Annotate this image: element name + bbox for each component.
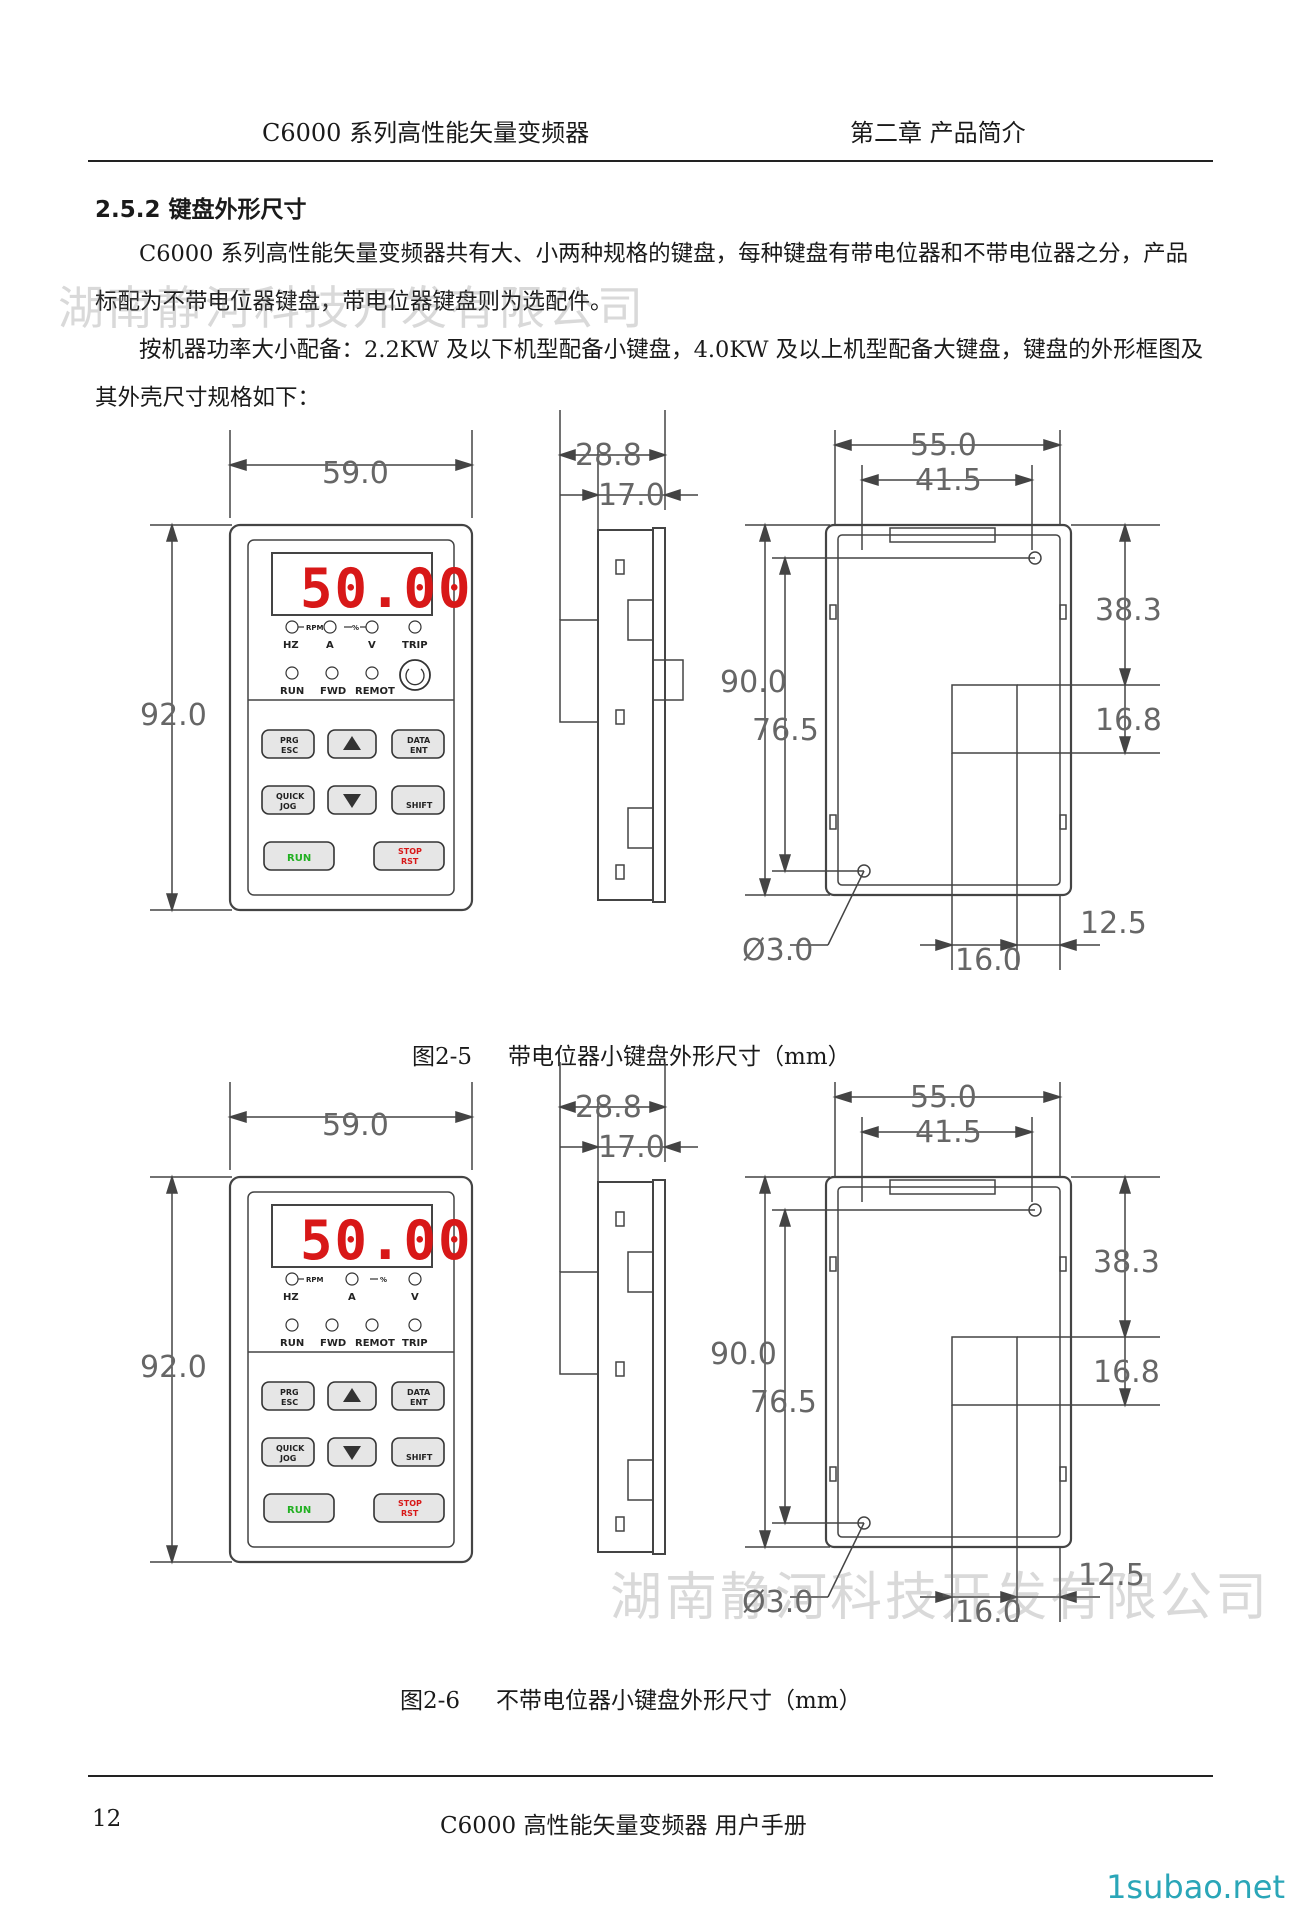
status-run-2: RUN xyxy=(280,1338,304,1349)
dim-back-edge: 12.5 xyxy=(1080,906,1147,941)
dim-back-window-2: 16.8 xyxy=(1093,1355,1160,1390)
header-rule xyxy=(88,160,1213,162)
caption-2-6-text: 不带电位器小键盘外形尺寸（mm） xyxy=(496,1688,862,1714)
ind-v: V xyxy=(368,640,376,651)
key-jog-2: JOG xyxy=(279,1454,296,1463)
key-jog: JOG xyxy=(279,802,296,811)
header-title: C6000 系列高性能矢量变频器 xyxy=(262,119,590,147)
footer-rule xyxy=(88,1775,1213,1777)
dim-side-inner: 17.0 xyxy=(598,478,665,513)
dim-back-height: 90.0 xyxy=(720,665,787,700)
key-run: RUN xyxy=(287,853,311,864)
ind-a: A xyxy=(326,640,334,651)
dim-side-total: 28.8 xyxy=(575,438,642,473)
dim-front-height-2: 92.0 xyxy=(140,1350,207,1385)
dim-back-hole-2: Ø3.0 xyxy=(742,1585,813,1620)
status-remot-2: REMOT xyxy=(355,1338,395,1349)
key-quick-2: QUICK xyxy=(276,1444,305,1453)
key-quick: QUICK xyxy=(276,792,305,801)
dim-side-total-2: 28.8 xyxy=(575,1090,642,1125)
key-shift: SHIFT xyxy=(406,801,433,810)
brand-watermark: 1subao.net xyxy=(1106,1868,1285,1906)
ind-a-2: A xyxy=(348,1292,356,1303)
link-percent-2: % xyxy=(380,1276,387,1284)
ind-v-2: V xyxy=(411,1292,419,1303)
key-data-2: DATA xyxy=(407,1388,431,1397)
dim-front-width-2: 59.0 xyxy=(322,1108,389,1143)
paragraph-2: 按机器功率大小配备：2.2KW 及以下机型配备小键盘，4.0KW 及以上机型配备… xyxy=(95,337,1204,411)
ind-hz: HZ xyxy=(283,640,299,651)
ind-trip: TRIP xyxy=(402,640,428,651)
key-shift-2: SHIFT xyxy=(406,1453,433,1462)
key-esc-2: ESC xyxy=(281,1398,298,1407)
display-value: 50.00 xyxy=(300,557,473,620)
status-fwd-2: FWD xyxy=(320,1338,346,1349)
ind-hz-2: HZ xyxy=(283,1292,299,1303)
front-view xyxy=(150,430,475,913)
paragraph-1: C6000 系列高性能矢量变频器共有大、小两种规格的键盘，每种键盘有带电位器和不… xyxy=(95,241,1189,315)
dim-back-top: 38.3 xyxy=(1095,593,1162,628)
watermark-top: 湖南静河科技开发有限公司 xyxy=(58,281,646,335)
dim-back-top-2: 38.3 xyxy=(1093,1245,1160,1280)
dim-back-window-w: 16.0 xyxy=(955,943,1022,970)
caption-2-6-num: 图2-6 xyxy=(400,1688,461,1714)
key-rst: RST xyxy=(401,857,419,866)
key-data: DATA xyxy=(407,736,431,745)
dim-back-window-w-2: 16.0 xyxy=(955,1595,1022,1622)
status-trip-2: TRIP xyxy=(402,1338,428,1349)
dim-back-width-2: 55.0 xyxy=(910,1080,977,1115)
key-stop: STOP xyxy=(398,847,422,856)
status-run: RUN xyxy=(280,686,304,697)
link-rpm: RPM xyxy=(306,624,324,632)
key-stop-2: STOP xyxy=(398,1499,422,1508)
dim-back-width: 55.0 xyxy=(910,428,977,463)
key-run-2: RUN xyxy=(287,1505,311,1516)
back-view xyxy=(745,430,1160,970)
status-remot: REMOT xyxy=(355,686,395,697)
key-rst-2: RST xyxy=(401,1509,419,1518)
link-percent: % xyxy=(352,624,359,632)
footer-title: C6000 高性能矢量变频器 用户手册 xyxy=(440,1813,807,1839)
watermark-bottom: 湖南静河科技开发有限公司 xyxy=(610,1568,1271,1628)
key-ent: ENT xyxy=(410,746,428,755)
dim-back-window: 16.8 xyxy=(1095,703,1162,738)
dim-back-height-2: 90.0 xyxy=(710,1337,777,1372)
figure-2-6: 59.0 92.0 50.00 RPM % HZ A V RUN FWD REM… xyxy=(140,1062,1160,1622)
figure-2-5: 59.0 92.0 50.00 RPM % HZ A V TRIP RUN FW… xyxy=(140,410,1162,970)
key-prg: PRG xyxy=(280,736,299,745)
key-esc: ESC xyxy=(281,746,298,755)
link-rpm-2: RPM xyxy=(306,1276,324,1284)
dim-back-inner: 41.5 xyxy=(915,463,982,498)
dim-back-hole-span-2: 76.5 xyxy=(750,1385,817,1420)
footer-page-number: 12 xyxy=(92,1806,122,1832)
side-view xyxy=(557,410,698,903)
dim-front-height: 92.0 xyxy=(140,698,207,733)
dim-back-inner-2: 41.5 xyxy=(915,1115,982,1150)
caption-2-5-num: 图2-5 xyxy=(412,1044,473,1070)
key-ent-2: ENT xyxy=(410,1398,428,1407)
dim-front-width: 59.0 xyxy=(322,456,389,491)
dim-back-hole-span: 76.5 xyxy=(752,713,819,748)
display-value-2: 50.00 xyxy=(300,1209,473,1272)
dim-side-inner-2: 17.0 xyxy=(598,1130,665,1165)
caption-2-5-text: 带电位器小键盘外形尺寸（mm） xyxy=(508,1044,851,1070)
header-chapter: 第二章 产品简介 xyxy=(850,119,1026,147)
key-prg-2: PRG xyxy=(280,1388,299,1397)
dim-back-hole: Ø3.0 xyxy=(742,933,813,968)
dim-back-edge-2: 12.5 xyxy=(1078,1558,1145,1593)
section-title: 2.5.2 键盘外形尺寸 xyxy=(95,197,307,223)
status-fwd: FWD xyxy=(320,686,346,697)
